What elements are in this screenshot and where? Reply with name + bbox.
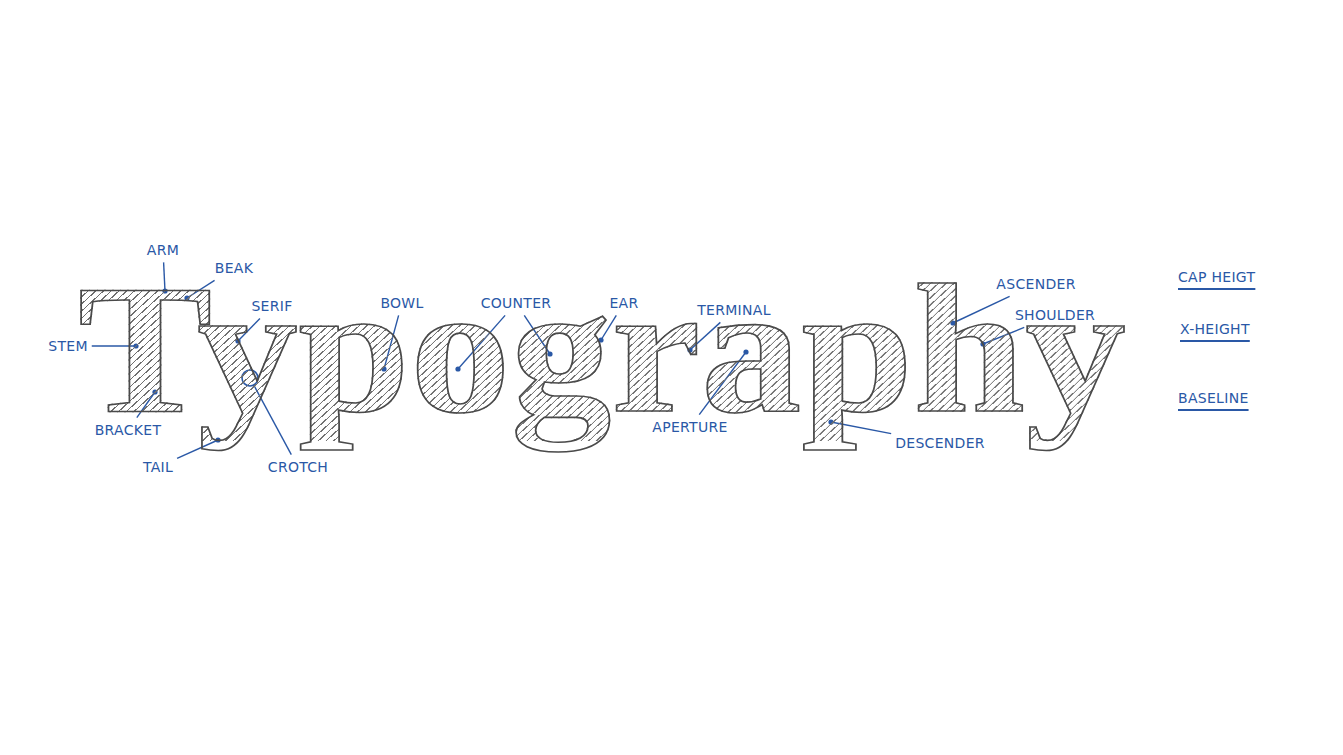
- specimen-word: Typography: [78, 257, 1126, 441]
- part-label: BRACKET: [95, 422, 162, 439]
- part-label: APERTURE: [652, 419, 727, 436]
- part-label: TERMINAL: [697, 302, 771, 319]
- guideline-label: BASELINE: [1178, 390, 1249, 407]
- part-label: EAR: [609, 295, 638, 312]
- part-label: SHOULDER: [1015, 307, 1095, 324]
- part-label: TAIL: [143, 459, 173, 476]
- guideline-label: CAP HEIGT: [1178, 269, 1255, 286]
- guideline-label: X-HEIGHT: [1180, 321, 1250, 338]
- leader-line: [177, 440, 218, 458]
- part-label: ARM: [147, 242, 179, 259]
- part-label: CROTCH: [268, 459, 328, 476]
- part-label: BOWL: [380, 295, 423, 312]
- part-label: ASCENDER: [996, 276, 1075, 293]
- part-label: DESCENDER: [895, 435, 985, 452]
- part-label: COUNTER: [481, 295, 552, 312]
